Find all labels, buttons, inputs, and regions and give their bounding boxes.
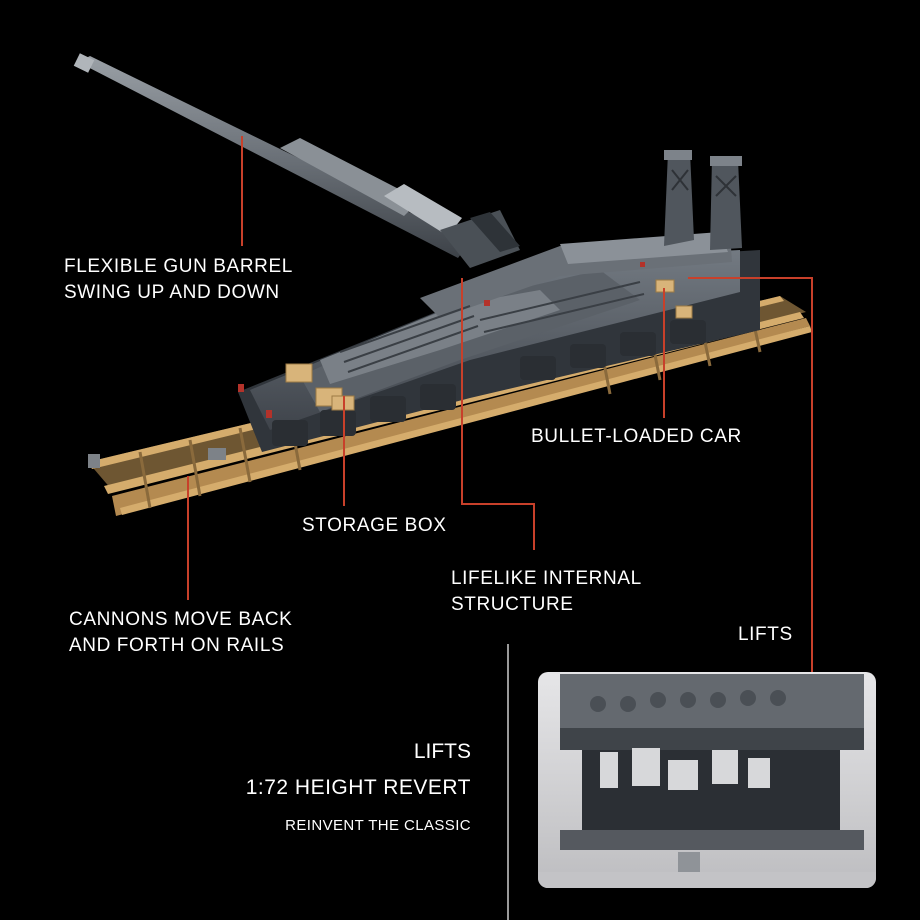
- callout-flexible-gun-barrel: FLEXIBLE GUN BARREL SWING UP AND DOWN: [64, 254, 293, 306]
- gun-carriage: [238, 232, 760, 452]
- callout-barrel-line-2: SWING UP AND DOWN: [64, 282, 280, 303]
- callout-rails-line-2: AND FORTH ON RAILS: [69, 635, 285, 656]
- lifts-inset-illustration: [538, 672, 876, 888]
- callout-internal-line-2: STRUCTURE: [451, 594, 574, 615]
- vertical-divider: [507, 644, 509, 920]
- callout-bullet-car-text: BULLET-LOADED CAR: [531, 426, 742, 447]
- tagline-line-3: REINVENT THE CLASSIC: [285, 817, 471, 834]
- tagline-line-1: LIFTS: [413, 740, 471, 763]
- callout-lifts: LIFTS: [738, 622, 793, 648]
- callout-cannons-move-on-rails: CANNONS MOVE BACK AND FORTH ON RAILS: [69, 607, 292, 659]
- callout-leader-lines: [187, 136, 813, 672]
- callout-lifelike-internal-structure: LIFELIKE INTERNAL STRUCTURE: [451, 566, 642, 618]
- lifts-detail-photo-frame: [538, 672, 876, 888]
- callout-internal-line-1: LIFELIKE INTERNAL: [451, 568, 642, 589]
- rear-lift-towers: [664, 150, 742, 250]
- callout-bullet-loaded-car: BULLET-LOADED CAR: [531, 424, 742, 450]
- callout-lifts-text: LIFTS: [738, 624, 793, 645]
- callout-storage-box: STORAGE BOX: [302, 513, 447, 539]
- callout-rails-line-1: CANNONS MOVE BACK: [69, 609, 293, 630]
- callout-storage-box-text: STORAGE BOX: [302, 515, 447, 536]
- gun-barrel: [73, 53, 520, 268]
- callout-barrel-line-1: FLEXIBLE GUN BARREL: [64, 256, 293, 277]
- tagline-line-2: 1:72 HEIGHT REVERT: [245, 776, 471, 799]
